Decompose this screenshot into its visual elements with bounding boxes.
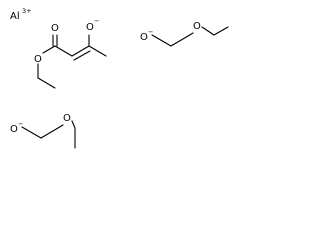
bond-c-o-upper	[187, 32, 194, 37]
bond-c1-o-ether	[42, 45, 56, 54]
atom-o-ether-lower: O	[63, 113, 71, 124]
aluminum-symbol: Al	[10, 11, 20, 22]
enolate-ligand: O O − O	[34, 17, 107, 89]
structure-diagram: Al 3+ O O − O O − O O − O	[10, 7, 229, 149]
bond-o-c-upper-1	[151, 34, 172, 47]
bond-c1-c2	[54, 45, 73, 57]
bond-c2-c3-a	[71, 45, 90, 57]
ethoxyethoxide-lower: O − O	[10, 113, 76, 149]
atom-o-carbonyl: O	[51, 23, 59, 34]
atom-o-enolate: O	[86, 22, 94, 33]
bond-c-c-upper	[170, 35, 189, 47]
bond-ch2-ch3	[37, 77, 56, 89]
charge-o-alkoxide-upper: −	[148, 28, 153, 36]
molecule-canvas: Al 3+ O O − O O − O O − O	[10, 7, 229, 149]
charge-o-enolate: −	[94, 17, 99, 25]
aluminum-charge: 3+	[22, 7, 32, 15]
bond-o-c-lower-2	[71, 120, 76, 129]
atom-o-alkoxide-lower: O	[10, 124, 18, 135]
atom-o-ether-upper: O	[193, 21, 201, 32]
bond-c-c-lower	[40, 127, 59, 139]
ethoxyethoxide-upper: O − O	[140, 21, 229, 47]
aluminum-ion: Al 3+	[10, 7, 32, 22]
bond-o-c-upper-2	[201, 26, 215, 36]
atom-o-alkoxide-upper: O	[140, 32, 148, 43]
bond-c2-c3-b	[73, 50, 91, 61]
bond-c3-ch3	[88, 45, 107, 57]
bond-o-c-lower-1	[21, 126, 42, 139]
bond-c-o-lower	[57, 124, 64, 129]
charge-o-alkoxide-lower: −	[18, 120, 23, 128]
atom-o-ester: O	[34, 54, 42, 65]
bond-c-ch3-upper	[213, 26, 229, 36]
